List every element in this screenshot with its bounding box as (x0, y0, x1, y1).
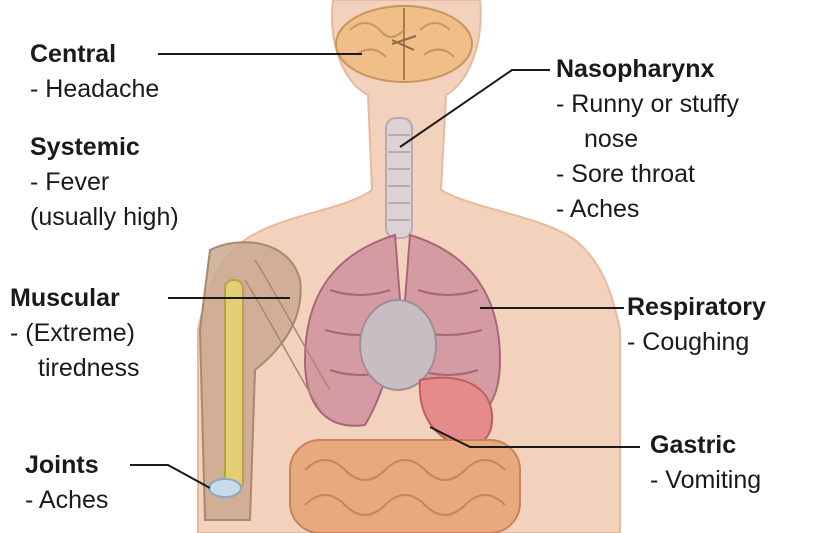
label-systemic-title: Systemic (30, 130, 179, 165)
label-respiratory: Respiratory - Coughing (627, 290, 766, 360)
label-nasopharynx-line-3: - Sore throat (556, 157, 739, 192)
label-gastric-line-1: - Vomiting (650, 463, 761, 498)
label-muscular-line-2: tiredness (10, 351, 139, 386)
heart-illustration (360, 300, 436, 390)
label-joints-title: Joints (25, 448, 108, 483)
label-respiratory-title: Respiratory (627, 290, 766, 325)
intestines-illustration (290, 440, 520, 533)
label-nasopharynx-line-4: - Aches (556, 192, 739, 227)
label-joints-line-1: - Aches (25, 483, 108, 518)
label-central: Central - Headache (30, 37, 159, 107)
label-muscular-title: Muscular (10, 281, 139, 316)
brain-illustration (336, 6, 472, 82)
label-nasopharynx-line-2: nose (556, 122, 739, 157)
label-muscular: Muscular - (Extreme) tiredness (10, 281, 139, 386)
label-nasopharynx-title: Nasopharynx (556, 52, 739, 87)
trachea-illustration (386, 118, 412, 238)
label-nasopharynx-line-1: - Runny or stuffy (556, 87, 739, 122)
label-gastric-title: Gastric (650, 428, 761, 463)
label-systemic-line-2: (usually high) (30, 200, 179, 235)
label-central-title: Central (30, 37, 159, 72)
label-muscular-line-1: - (Extreme) (10, 316, 139, 351)
label-systemic: Systemic - Fever (usually high) (30, 130, 179, 235)
label-central-line-1: - Headache (30, 72, 159, 107)
label-gastric: Gastric - Vomiting (650, 428, 761, 498)
label-joints: Joints - Aches (25, 448, 108, 518)
label-respiratory-line-1: - Coughing (627, 325, 766, 360)
label-nasopharynx: Nasopharynx - Runny or stuffy nose - Sor… (556, 52, 739, 227)
label-systemic-line-1: - Fever (30, 165, 179, 200)
